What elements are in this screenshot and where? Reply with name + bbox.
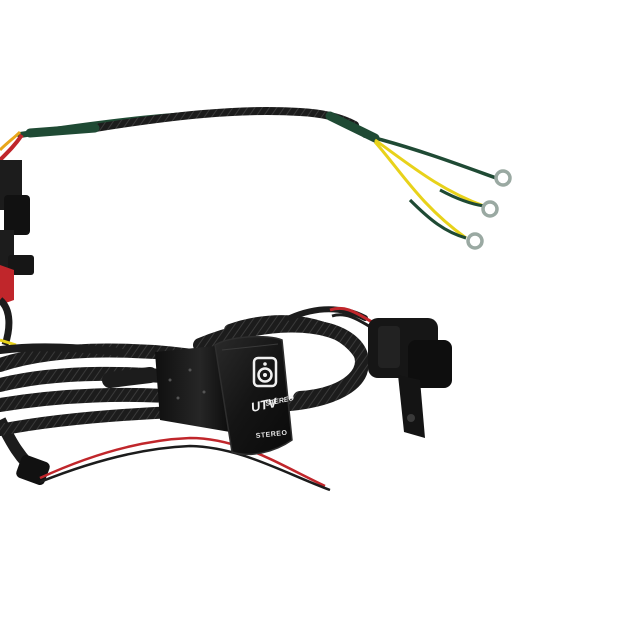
ring-terminal-2	[481, 200, 499, 218]
ring-terminal-3	[466, 232, 484, 250]
rocker-switch: UTV STEREO STEREO	[214, 335, 295, 456]
upper-harness	[17, 106, 380, 143]
switch-label: STEREO	[255, 430, 287, 440]
plug-connector	[329, 306, 452, 438]
relay-box	[155, 345, 230, 432]
ring-terminal-leads	[373, 136, 512, 250]
speaker-icon	[252, 356, 278, 388]
ring-terminal-1	[494, 169, 512, 187]
switch-logo-line1: UTV	[250, 395, 280, 415]
power-lead-pair	[39, 436, 331, 492]
